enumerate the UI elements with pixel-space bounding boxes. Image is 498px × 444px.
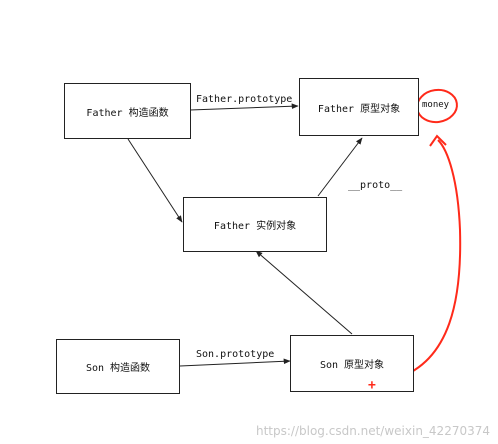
father-constructor-label: Father 构造函数 [86, 107, 169, 119]
red-arrowhead [429, 134, 447, 147]
father-prototype-edge-label: Father.prototype [196, 94, 293, 105]
red-plus-mark: + [368, 378, 376, 393]
father-constructor-box: Father 构造函数 [64, 83, 191, 139]
arrow-son-proto-to-instance [255, 250, 353, 335]
proto-edge-label: __proto__ [348, 180, 403, 191]
arrow-son-prototype [179, 358, 291, 367]
arrow-father-instance [127, 138, 183, 223]
father-instance-label: Father 实例对象 [213, 221, 297, 232]
watermark: https://blog.csdn.net/weixin_42270374 [255, 424, 490, 438]
son-constructor-box: Son 构造函数 [56, 339, 180, 394]
father-prototype-box: Father 原型对象 [299, 78, 419, 136]
red-curve-arrow [397, 139, 462, 379]
money-label: money [422, 100, 450, 110]
son-prototype-box: Son 原型对象 [290, 335, 414, 392]
son-prototype-edge-label: Son.prototype [196, 349, 275, 360]
father-instance-box: Father 实例对象 [183, 197, 327, 252]
father-prototype-label: Father 原型对象 [317, 103, 401, 115]
arrow-father-prototype [189, 103, 299, 111]
son-constructor-label: Son 构造函数 [85, 363, 151, 374]
arrow-proto [317, 137, 363, 197]
son-prototype-label: Son 原型对象 [319, 360, 385, 371]
